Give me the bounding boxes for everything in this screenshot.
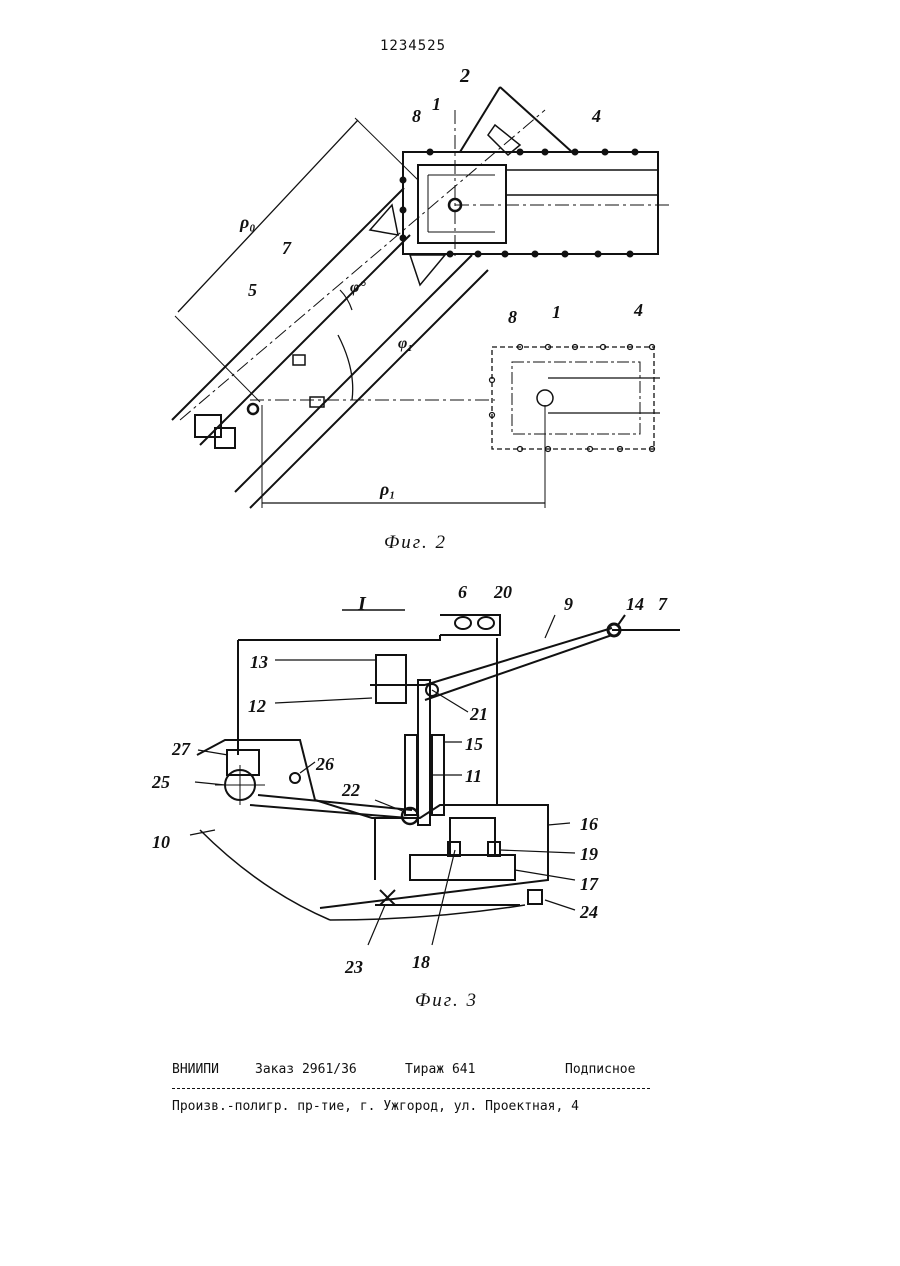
footer-address: Произв.-полигр. пр-тие, г. Ужгород, ул. … <box>172 1099 579 1114</box>
label-rho1: ρ₁ <box>379 479 396 499</box>
label-2: 2 <box>459 65 470 87</box>
arm-edge <box>460 87 500 152</box>
label-16: 16 <box>580 814 598 834</box>
label-phi0: φ° <box>350 279 366 296</box>
label-9: 9 <box>564 594 573 614</box>
label-19: 19 <box>580 844 598 864</box>
label-7: 7 <box>658 594 668 614</box>
label-18: 18 <box>412 952 430 972</box>
figure-2-caption: Фиг. 2 <box>384 532 447 554</box>
label-5: 5 <box>248 280 257 300</box>
label-26: 26 <box>315 754 334 774</box>
label-17: 17 <box>580 874 599 894</box>
label-rho0: ρ₀ <box>239 212 256 232</box>
figure-3-caption: Фиг. 3 <box>415 990 478 1012</box>
head-block <box>403 152 658 254</box>
label-25: 25 <box>151 772 170 792</box>
label-20: 20 <box>493 582 512 602</box>
footer-subscription: Подписное <box>565 1062 635 1077</box>
figure-3-drawing: I 6 20 9 14 7 13 12 21 15 11 27 26 25 22… <box>0 560 900 1000</box>
label-8b: 8 <box>508 307 517 327</box>
label-22: 22 <box>341 780 360 800</box>
footer-circulation: Тираж 641 <box>405 1062 475 1077</box>
label-27: 27 <box>171 739 191 759</box>
label-10: 10 <box>152 832 170 852</box>
label-1b: 1 <box>552 302 561 322</box>
figure-2-drawing: 2 1 8 4 ρ₀ 7 5 φ° φ₁ 8 1 4 ρ₁ <box>0 0 900 560</box>
label-11: 11 <box>465 766 482 786</box>
footer-org: ВНИИПИ <box>172 1062 219 1077</box>
arm-edge <box>500 87 572 152</box>
label-21: 21 <box>469 704 488 724</box>
label-23: 23 <box>344 957 363 977</box>
label-phi1: φ₁ <box>398 335 413 352</box>
arm-edge <box>200 235 410 445</box>
label-12: 12 <box>248 696 266 716</box>
footer-divider <box>172 1088 650 1089</box>
label-8: 8 <box>412 106 421 126</box>
label-4: 4 <box>591 106 601 126</box>
label-7: 7 <box>282 238 292 258</box>
label-15: 15 <box>465 734 483 754</box>
footer-order: Заказ 2961/36 <box>255 1062 357 1077</box>
view-label-I: I <box>357 593 367 615</box>
label-4b: 4 <box>633 300 643 320</box>
label-14: 14 <box>626 594 644 614</box>
label-6: 6 <box>458 582 467 602</box>
label-13: 13 <box>250 652 268 672</box>
label-1: 1 <box>432 94 441 114</box>
label-24: 24 <box>579 902 598 922</box>
arm-edge <box>172 188 404 420</box>
